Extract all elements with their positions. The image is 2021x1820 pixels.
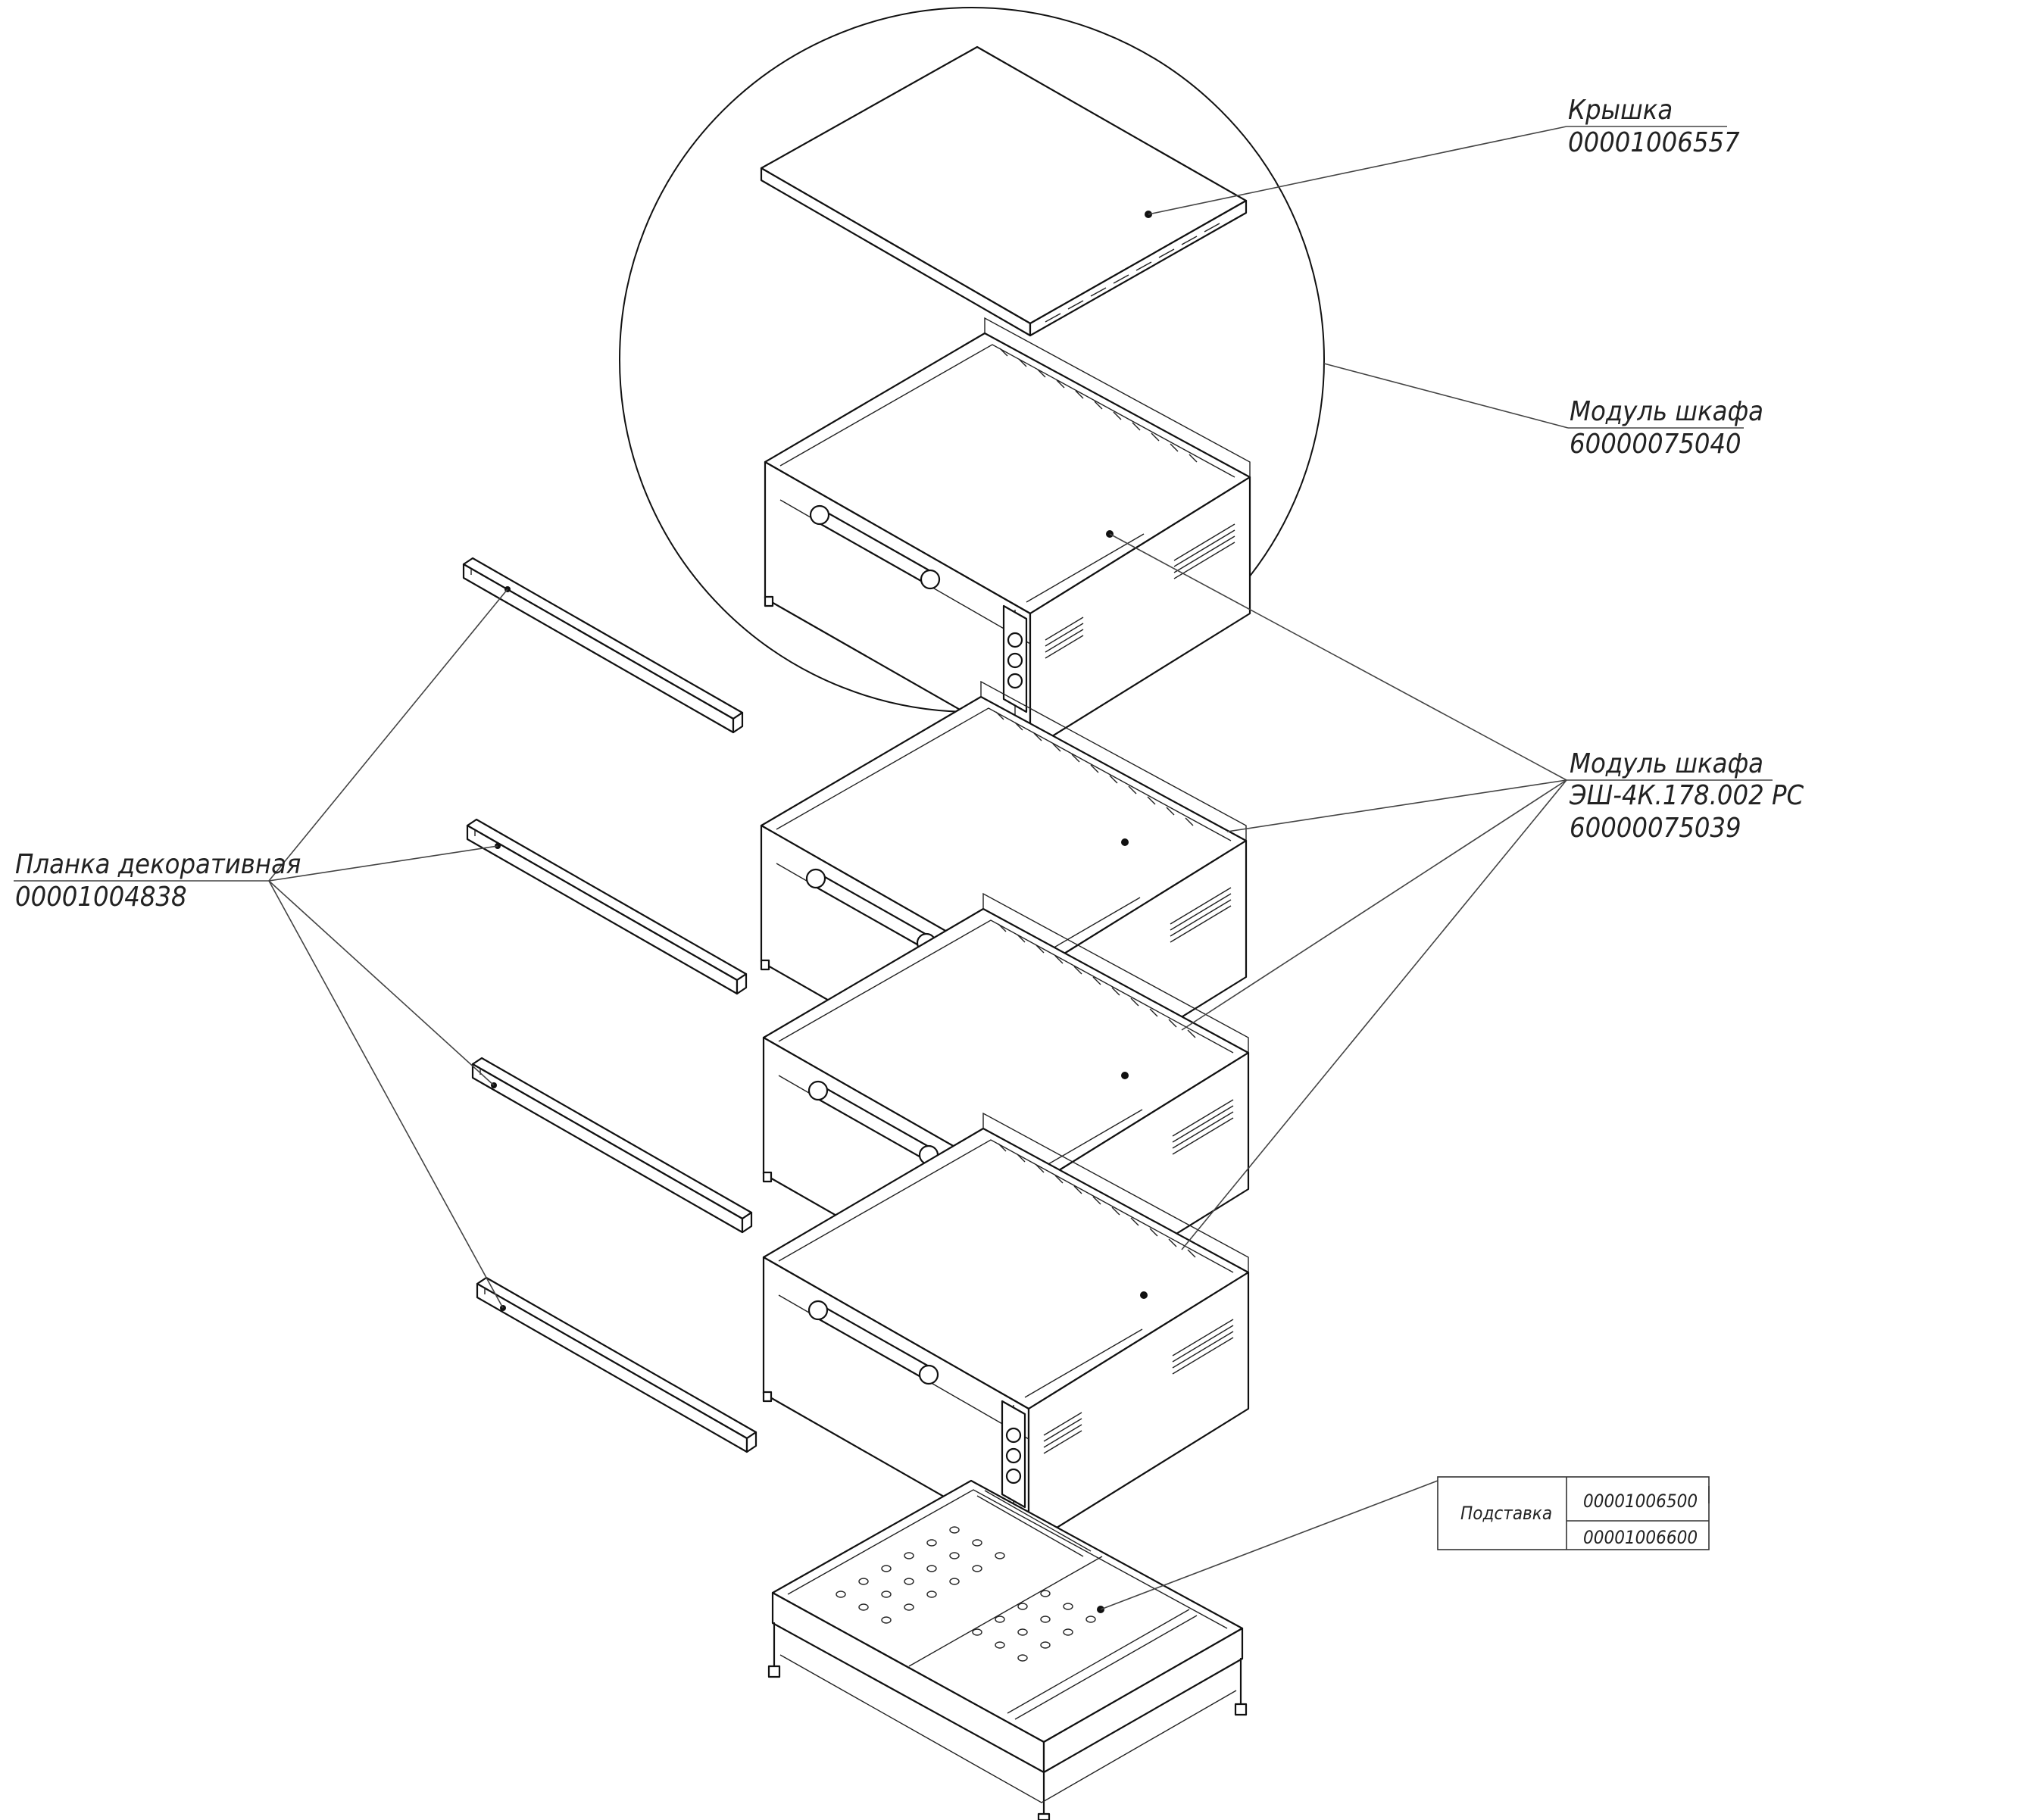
stand-name: Подставка	[1460, 1503, 1552, 1524]
stand-part	[767, 1479, 1248, 1820]
label-strip: Планка декоративная 00001004838	[15, 849, 301, 913]
stand-code-1: 00001006500	[1583, 1491, 1698, 1512]
lid-code: 00001006557	[1568, 127, 1740, 158]
strip-name: Планка декоративная	[15, 849, 301, 880]
strip-code: 00001004838	[15, 882, 187, 913]
module-code: 60000075039	[1570, 813, 1741, 844]
decorative-strip-4	[476, 1276, 757, 1453]
module-model: ЭШ-4К.178.002 РС	[1569, 780, 1804, 811]
stand-code-2: 00001006600	[1583, 1527, 1698, 1548]
lid-name: Крышка	[1568, 95, 1673, 126]
leader-lines	[14, 126, 1773, 1610]
decorative-strip-3	[471, 1057, 753, 1234]
label-lid: Крышка 00001006557	[1568, 95, 1740, 158]
stand-label-table: Подставка 00001006500 00001006600	[1437, 1476, 1710, 1550]
label-module: Модуль шкафа ЭШ-4К.178.002 РС 6000007503…	[1569, 748, 1804, 844]
cabinet-module-top	[764, 317, 1251, 760]
module-top-code: 60000075040	[1570, 429, 1741, 460]
label-module-top: Модуль шкафа 60000075040	[1570, 396, 1763, 460]
module-top-name: Модуль шкафа	[1570, 396, 1763, 427]
module-name: Модуль шкафа	[1570, 748, 1763, 779]
decorative-strip-2	[466, 818, 748, 995]
lid-part	[760, 45, 1248, 337]
